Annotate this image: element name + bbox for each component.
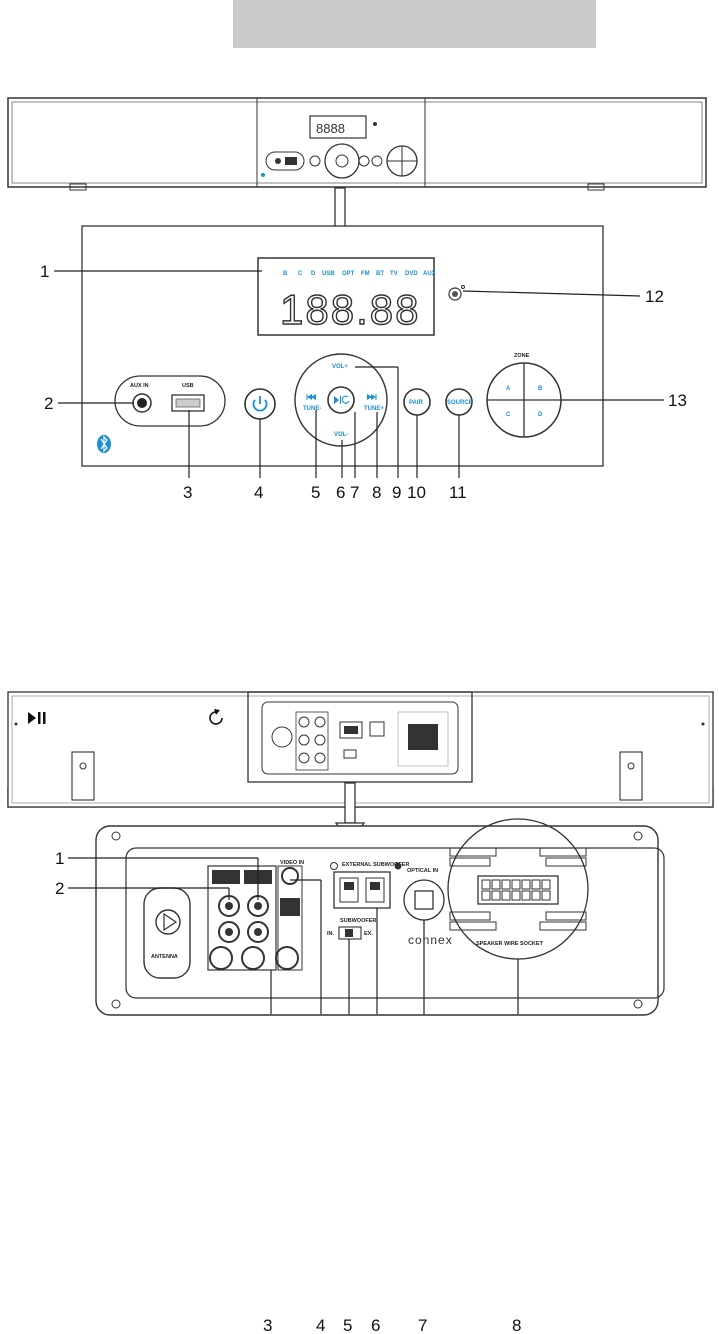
- zone-a-button[interactable]: A: [506, 386, 511, 392]
- callout-front-1: 1: [40, 262, 49, 281]
- display-indicator-b: B: [283, 271, 288, 277]
- vol-up-button[interactable]: VOL+: [332, 364, 348, 370]
- callout-front-6: 6: [336, 483, 345, 502]
- source-label: SOURCE: [447, 400, 473, 406]
- callout-rear-3: 3: [263, 1316, 272, 1334]
- callout-rear-2: 2: [55, 879, 64, 898]
- rear-bar-frame: [8, 690, 713, 691]
- display-indicator-d: D: [311, 271, 316, 277]
- subwoofer-label: SUBWOOFER: [340, 918, 376, 924]
- callout-front-10: 10: [407, 483, 426, 502]
- display-indicator-opt: OPT: [342, 271, 355, 277]
- svg-text:8888: 8888: [316, 121, 345, 136]
- callout-front-7: 7: [350, 483, 359, 502]
- seven-segment-display: 188.88: [280, 286, 420, 333]
- callout-front-5: 5: [311, 483, 320, 502]
- zone-c-button[interactable]: C: [506, 412, 511, 418]
- display-indicator-tv: TV: [390, 271, 398, 277]
- callout-rear-7: 7: [418, 1316, 427, 1334]
- optical-in-label: OPTICAL IN: [407, 868, 438, 874]
- vol-down-button[interactable]: VOL-: [334, 432, 348, 438]
- display-indicator-bt: BT: [376, 271, 384, 277]
- callout-front-11: 11: [449, 483, 467, 502]
- callout-front-3: 3: [183, 483, 192, 502]
- zone-title: ZONE: [514, 353, 530, 359]
- bluetooth-icon: [97, 435, 111, 453]
- brand-logo: connex: [408, 933, 453, 947]
- rear-top-bar: [8, 692, 713, 807]
- display-indicator-dvd: DVD: [405, 271, 418, 277]
- speaker-wire-socket-label: SPEAKER WIRE SOCKET: [476, 941, 544, 947]
- zone-d-button[interactable]: D: [538, 412, 543, 418]
- callout-front-4: 4: [254, 483, 263, 502]
- callout-rear-8: 8: [512, 1316, 521, 1334]
- display-indicator-c: C: [298, 271, 303, 277]
- callout-rear-5: 5: [343, 1316, 352, 1334]
- video-in-label: VIDEO IN: [280, 860, 304, 866]
- zone-b-button[interactable]: B: [538, 386, 543, 392]
- external-subwoofer-label: EXTERNAL SUBWOOFER: [342, 862, 409, 868]
- antenna-label: ANTENNA: [151, 954, 178, 960]
- callout-rear-6: 6: [371, 1316, 380, 1334]
- callout-front-2: 2: [44, 394, 53, 413]
- display-indicator-aux: AUX: [423, 271, 436, 277]
- sub-in-label: IN.: [327, 931, 335, 937]
- callout-rear-1: 1: [55, 849, 64, 868]
- callout-front-13: 13: [668, 391, 687, 410]
- display-indicator-fm: FM: [361, 271, 370, 277]
- aux-in-label: AUX IN: [130, 383, 149, 389]
- tune-minus-label: TUNE-: [303, 406, 321, 412]
- tune-plus-label: TUNE+: [364, 406, 384, 412]
- sub-ex-label: EX.: [364, 931, 373, 937]
- rear-panel-detail: ANTENNA VIDEO IN: [96, 819, 664, 1015]
- callout-front-12: 12: [645, 287, 664, 306]
- callout-rear-4: 4: [316, 1316, 325, 1334]
- callout-front-8: 8: [372, 483, 381, 502]
- usb-label: USB: [182, 383, 194, 389]
- display-indicator-usb: USB: [322, 271, 335, 277]
- soundbar-front-overview: 8888: [8, 98, 706, 190]
- front-panel-detail: B C D USB OPT FM BT TV DVD AUX 188.88 AUX IN USB: [82, 226, 603, 466]
- callout-front-9: 9: [392, 483, 401, 502]
- pair-label: PAIR: [409, 400, 424, 406]
